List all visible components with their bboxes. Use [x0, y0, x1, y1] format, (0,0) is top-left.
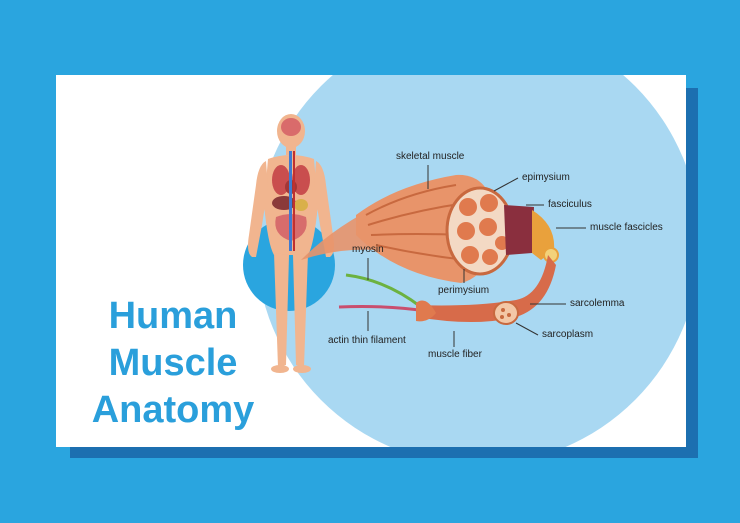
myofibril-end: [416, 300, 436, 322]
label-perimysium: perimysium: [438, 285, 490, 296]
page-title: Human Muscle Anatomy: [78, 293, 268, 434]
title-line-3: Anatomy: [91, 389, 255, 431]
label-actin-thin-filament: actin thin filament: [328, 335, 406, 346]
label-skeletal-muscle: skeletal muscle: [396, 151, 465, 162]
title-line-2: Muscle: [108, 342, 238, 384]
human-body-figure: [248, 114, 334, 373]
label-epimysium: epimysium: [522, 172, 570, 183]
leader-lines: [367, 165, 586, 347]
title-line-1: Human: [108, 295, 238, 337]
label-myosin: myosin: [352, 244, 384, 255]
label-sarcoplasm: sarcoplasm: [542, 329, 594, 340]
anatomy-illustration: [243, 75, 686, 447]
label-sarcolemma: sarcolemma: [570, 298, 625, 309]
label-muscle-fiber: muscle fiber: [428, 349, 482, 360]
muscle-fiber-shape: [416, 255, 556, 325]
label-muscle-fascicles: muscle fascicles: [590, 222, 663, 233]
myosin-filament: [345, 273, 422, 309]
muscle-cross-section: [445, 186, 515, 276]
label-fasciculus: fasciculus: [548, 199, 592, 210]
infographic-card: Human Muscle Anatomy skeletal muscle epi…: [56, 75, 686, 447]
fasciculus-band: [504, 205, 534, 255]
